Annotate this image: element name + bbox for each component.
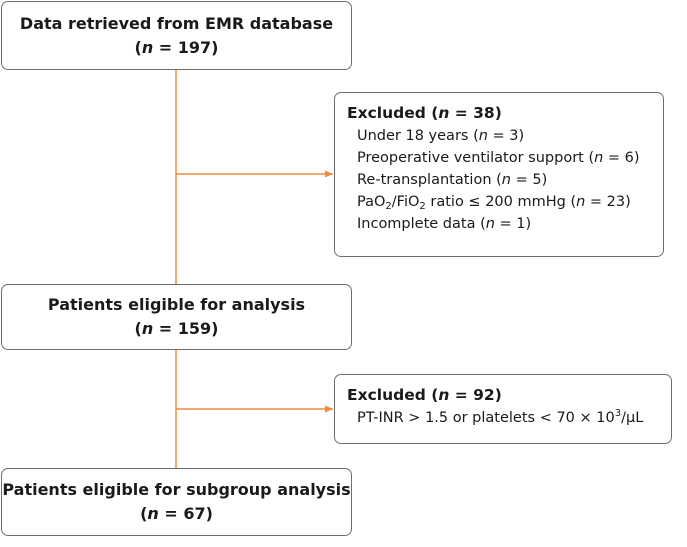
exclusion-item-retransplant: Re-transplantation (n = 5) [357, 172, 548, 188]
exclusion-box-1: Excluded (n = 38) Under 18 years (n = 3)… [334, 92, 664, 257]
box-eligible-subgroup-count: (n = 67) [140, 504, 213, 523]
exclusion-item-ventilator: Preoperative ventilator support (n = 6) [357, 150, 640, 166]
exclusion-2-heading: Excluded (n = 92) [347, 386, 502, 404]
arrowhead-exclusion2 [325, 405, 333, 413]
box-data-retrieved-count: (n = 197) [134, 37, 219, 57]
box-eligible-subgroup: Patients eligible for subgroup analysis … [1, 468, 352, 536]
exclusion-1-heading: Excluded (n = 38) [347, 104, 502, 122]
exclusion-item-under-18: Under 18 years (n = 3) [357, 128, 525, 144]
arrowhead-exclusion1 [325, 170, 333, 178]
box-data-retrieved: Data retrieved from EMR database (n = 19… [1, 1, 352, 70]
exclusion-item-pao2-fio2: PaO2/FiO2 ratio ≤ 200 mmHg (n = 23) [357, 194, 631, 212]
exclusion-item-inr-platelets: PT-INR > 1.5 or platelets < 70 × 103/μL [357, 408, 644, 427]
box-eligible-analysis-title: Patients eligible for analysis [47, 295, 306, 314]
box-data-retrieved-title: Data retrieved from EMR database [19, 13, 334, 33]
box-eligible-analysis: Patients eligible for analysis (n = 159) [1, 284, 352, 350]
exclusion-box-2: Excluded (n = 92) PT-INR > 1.5 or platel… [334, 374, 672, 444]
exclusion-item-incomplete: Incomplete data (n = 1) [357, 216, 532, 232]
box-eligible-subgroup-title: Patients eligible for subgroup analysis [2, 480, 351, 499]
box-eligible-analysis-count: (n = 159) [134, 319, 219, 338]
